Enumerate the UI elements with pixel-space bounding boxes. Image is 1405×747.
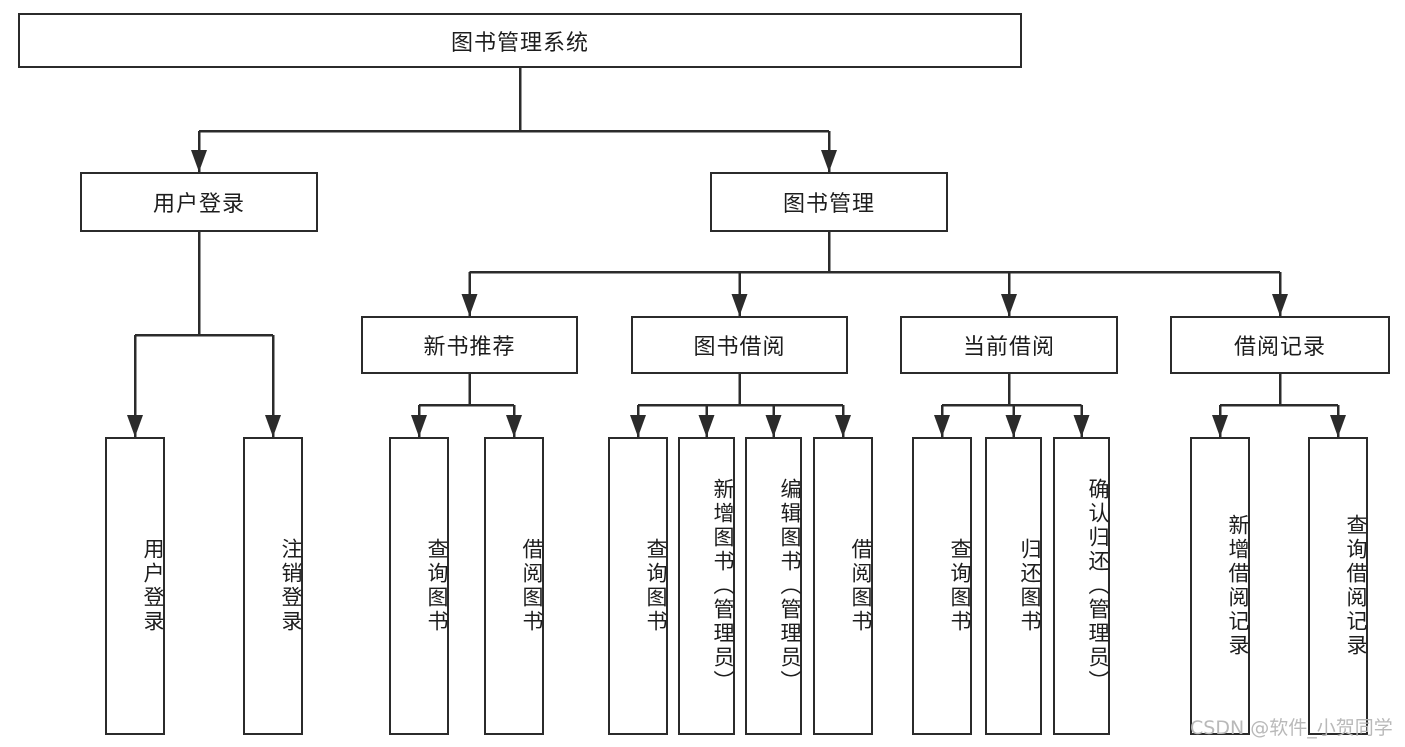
node-label: 用户登录 (152, 192, 245, 217)
node-leaf_cb_query[interactable]: 查询图书 (912, 437, 972, 735)
node-label: 查询图书 (644, 538, 668, 634)
node-label: 借阅图书 (849, 538, 873, 634)
node-label: 注销登录 (279, 538, 303, 634)
node-label: 用户登录 (141, 538, 165, 634)
node-label: 查询图书 (425, 538, 449, 634)
node-leaf_br_add[interactable]: 新增借阅记录 (1190, 437, 1250, 735)
node-leaf_bb_edit[interactable]: 编辑图书（管理员） (745, 437, 802, 735)
node-label: 新书推荐 (423, 335, 516, 360)
node-leaf_nb_query[interactable]: 查询图书 (389, 437, 449, 735)
node-book_mgmt[interactable]: 图书管理 (710, 172, 948, 232)
node-label: 借阅图书 (520, 538, 544, 634)
node-label: 当前借阅 (962, 335, 1055, 360)
node-leaf_bb_borrow[interactable]: 借阅图书 (813, 437, 873, 735)
node-label: 新增借阅记录 (1226, 514, 1250, 658)
node-leaf_user_logout[interactable]: 注销登录 (243, 437, 303, 735)
node-leaf_br_query[interactable]: 查询借阅记录 (1308, 437, 1368, 735)
node-label: 查询图书 (948, 538, 972, 634)
node-leaf_user_login[interactable]: 用户登录 (105, 437, 165, 735)
node-label: 图书管理系统 (450, 30, 589, 56)
node-label: 确认归还（管理员） (1086, 478, 1110, 694)
node-leaf_nb_borrow[interactable]: 借阅图书 (484, 437, 544, 735)
node-root[interactable]: 图书管理系统 (18, 13, 1022, 68)
node-label: 查询借阅记录 (1344, 514, 1368, 658)
node-label: 编辑图书（管理员） (778, 478, 802, 694)
node-book_borrow[interactable]: 图书借阅 (631, 316, 848, 374)
node-new_book_rec[interactable]: 新书推荐 (361, 316, 578, 374)
node-current_borrow[interactable]: 当前借阅 (900, 316, 1118, 374)
node-leaf_cb_return[interactable]: 归还图书 (985, 437, 1042, 735)
node-label: 图书管理 (782, 192, 875, 217)
node-label: 归还图书 (1018, 538, 1042, 634)
watermark: CSDN @软件_小贺同学 (1190, 717, 1393, 739)
node-leaf_cb_confirm[interactable]: 确认归还（管理员） (1053, 437, 1110, 735)
node-user_login[interactable]: 用户登录 (80, 172, 318, 232)
node-label: 借阅记录 (1233, 335, 1326, 360)
node-leaf_bb_add[interactable]: 新增图书（管理员） (678, 437, 735, 735)
node-leaf_bb_query[interactable]: 查询图书 (608, 437, 668, 735)
node-label: 新增图书（管理员） (711, 478, 735, 694)
node-label: 图书借阅 (693, 335, 786, 360)
node-borrow_record[interactable]: 借阅记录 (1170, 316, 1390, 374)
